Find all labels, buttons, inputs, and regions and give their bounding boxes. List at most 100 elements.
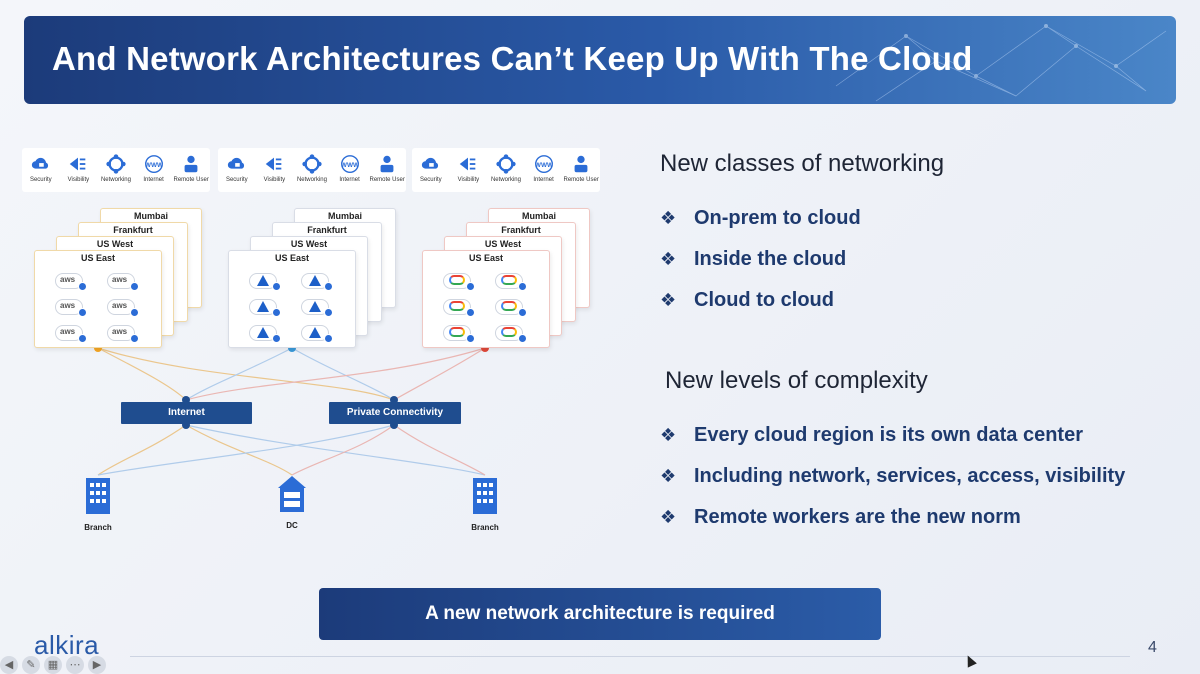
branch-site-left: Branch — [68, 476, 128, 532]
aws-instance-icon: aws — [107, 297, 141, 317]
bullet-item: ❖On-prem to cloud — [660, 198, 944, 239]
gcp-instance-grid — [443, 271, 533, 343]
service-label: Networking — [490, 177, 521, 183]
service-visibility: Visibility — [61, 153, 95, 183]
building-icon — [473, 478, 497, 514]
region-label: Frankfurt — [307, 225, 347, 235]
bullet-item: ❖Every cloud region is its own data cent… — [660, 415, 1125, 456]
service-security: Security — [414, 153, 448, 183]
region-label: Mumbai — [133, 211, 168, 221]
region-label: US West — [290, 239, 328, 249]
azure-instance-icon — [301, 297, 335, 317]
section-heading: New classes of networking — [660, 150, 945, 177]
service-label: Visibility — [263, 177, 286, 183]
aws-instance-icon: aws — [107, 271, 141, 291]
region-card-us-east: US East — [422, 250, 550, 348]
visibility-icon — [460, 157, 476, 171]
gcp-instance-icon — [495, 271, 529, 291]
aws-logo-text: aws — [112, 275, 128, 284]
region-card-us-east: US East — [228, 250, 356, 348]
remote-user-icon — [184, 155, 198, 173]
service-label: Security — [29, 177, 52, 183]
pen-icon[interactable]: ✎ — [22, 656, 40, 674]
service-label: Internet — [339, 177, 360, 183]
service-label: Remote User — [369, 177, 405, 183]
alkira-logo: alkira — [34, 630, 100, 660]
service-remote-user: Remote User — [564, 153, 599, 183]
footer-divider — [130, 656, 1130, 657]
diamond-bullet-icon: ❖ — [660, 466, 677, 486]
visibility-icon — [70, 157, 86, 171]
cloud-lock-icon — [31, 157, 48, 169]
next-slide-icon[interactable]: ▶ — [88, 656, 106, 674]
visibility-icon — [266, 157, 282, 171]
bullet-list: ❖Every cloud region is its own data cent… — [660, 415, 1125, 538]
page-number: 4 — [1148, 639, 1157, 656]
azure-instance-icon — [301, 323, 335, 343]
svg-text:WWW: WWW — [341, 162, 360, 169]
section-complexity: New levels of complexity ❖Every cloud re… — [660, 367, 1125, 538]
region-stack-azure: Mumbai Frankfurt US West US East — [228, 208, 418, 358]
diamond-bullet-icon: ❖ — [660, 290, 677, 310]
bullet-text: Including network, services, access, vis… — [694, 465, 1126, 487]
azure-instance-icon — [249, 323, 283, 343]
gcp-instance-icon — [495, 297, 529, 317]
aws-logo-text: aws — [112, 327, 128, 336]
azure-instance-icon — [249, 271, 283, 291]
branch-site-right: Branch — [455, 476, 515, 532]
cloud-lock-icon — [421, 157, 438, 169]
private-connectivity-box: Private Connectivity — [329, 402, 461, 424]
service-label: Networking — [296, 177, 327, 183]
title-banner: And Network Architectures Can’t Keep Up … — [24, 16, 1176, 104]
site-label: Branch — [84, 523, 112, 532]
remote-user-icon — [574, 155, 588, 173]
region-label: US East — [81, 253, 116, 263]
service-internet: WWW Internet — [333, 153, 367, 183]
bullet-item: ❖Remote workers are the new norm — [660, 497, 1125, 538]
region-label: Mumbai — [327, 211, 362, 221]
slides-grid-icon[interactable]: ▦ — [44, 656, 62, 674]
diamond-bullet-icon: ❖ — [660, 425, 677, 445]
service-label: Internet — [533, 177, 554, 183]
more-options-icon[interactable]: ⋯ — [66, 656, 84, 674]
aws-logo-text: aws — [60, 301, 76, 310]
region-stack-aws: Mumbai Frankfurt US West US East aws aws… — [34, 208, 224, 358]
section-networking-classes: New classes of networking ❖On-prem to cl… — [660, 150, 944, 321]
azure-instance-icon — [301, 271, 335, 291]
service-label: Visibility — [457, 177, 480, 183]
networking-icon — [106, 154, 126, 174]
page-title: And Network Architectures Can’t Keep Up … — [52, 40, 973, 77]
networking-icon — [302, 154, 322, 174]
gcp-instance-icon — [443, 297, 477, 317]
site-label: Branch — [471, 523, 499, 532]
section-heading: New levels of complexity — [665, 367, 928, 394]
service-visibility: Visibility — [257, 153, 291, 183]
region-stack-gcp: Mumbai Frankfurt US West US East — [422, 208, 612, 358]
service-security: Security — [24, 153, 58, 183]
networking-icon — [496, 154, 516, 174]
azure-instance-icon — [249, 297, 283, 317]
diamond-bullet-icon: ❖ — [660, 208, 677, 228]
service-networking: Networking — [295, 153, 329, 183]
internet-box: Internet — [121, 402, 252, 424]
service-networking: Networking — [99, 153, 133, 183]
dc-site: DC — [262, 474, 322, 530]
region-label: US East — [469, 253, 504, 263]
aws-instance-icon: aws — [107, 323, 141, 343]
remote-user-icon — [380, 155, 394, 173]
azure-instance-grid — [249, 271, 339, 343]
site-label: DC — [286, 521, 298, 530]
region-label: US East — [275, 253, 310, 263]
service-security: Security — [220, 153, 254, 183]
bullet-list: ❖On-prem to cloud ❖Inside the cloud ❖Clo… — [660, 198, 944, 321]
previous-slide-icon[interactable]: ◀ — [0, 656, 18, 674]
aws-instance-icon: aws — [55, 271, 89, 291]
region-card-us-east: US East aws aws aws aws aws aws — [34, 250, 162, 348]
aws-instance-grid: aws aws aws aws aws aws — [55, 271, 145, 343]
architecture-diagram: Security Visibility Networking WWW Intern… — [0, 140, 620, 540]
aws-logo-text: aws — [60, 275, 76, 284]
bullet-item: ❖ Including network, services, access, vi… — [660, 456, 1125, 497]
